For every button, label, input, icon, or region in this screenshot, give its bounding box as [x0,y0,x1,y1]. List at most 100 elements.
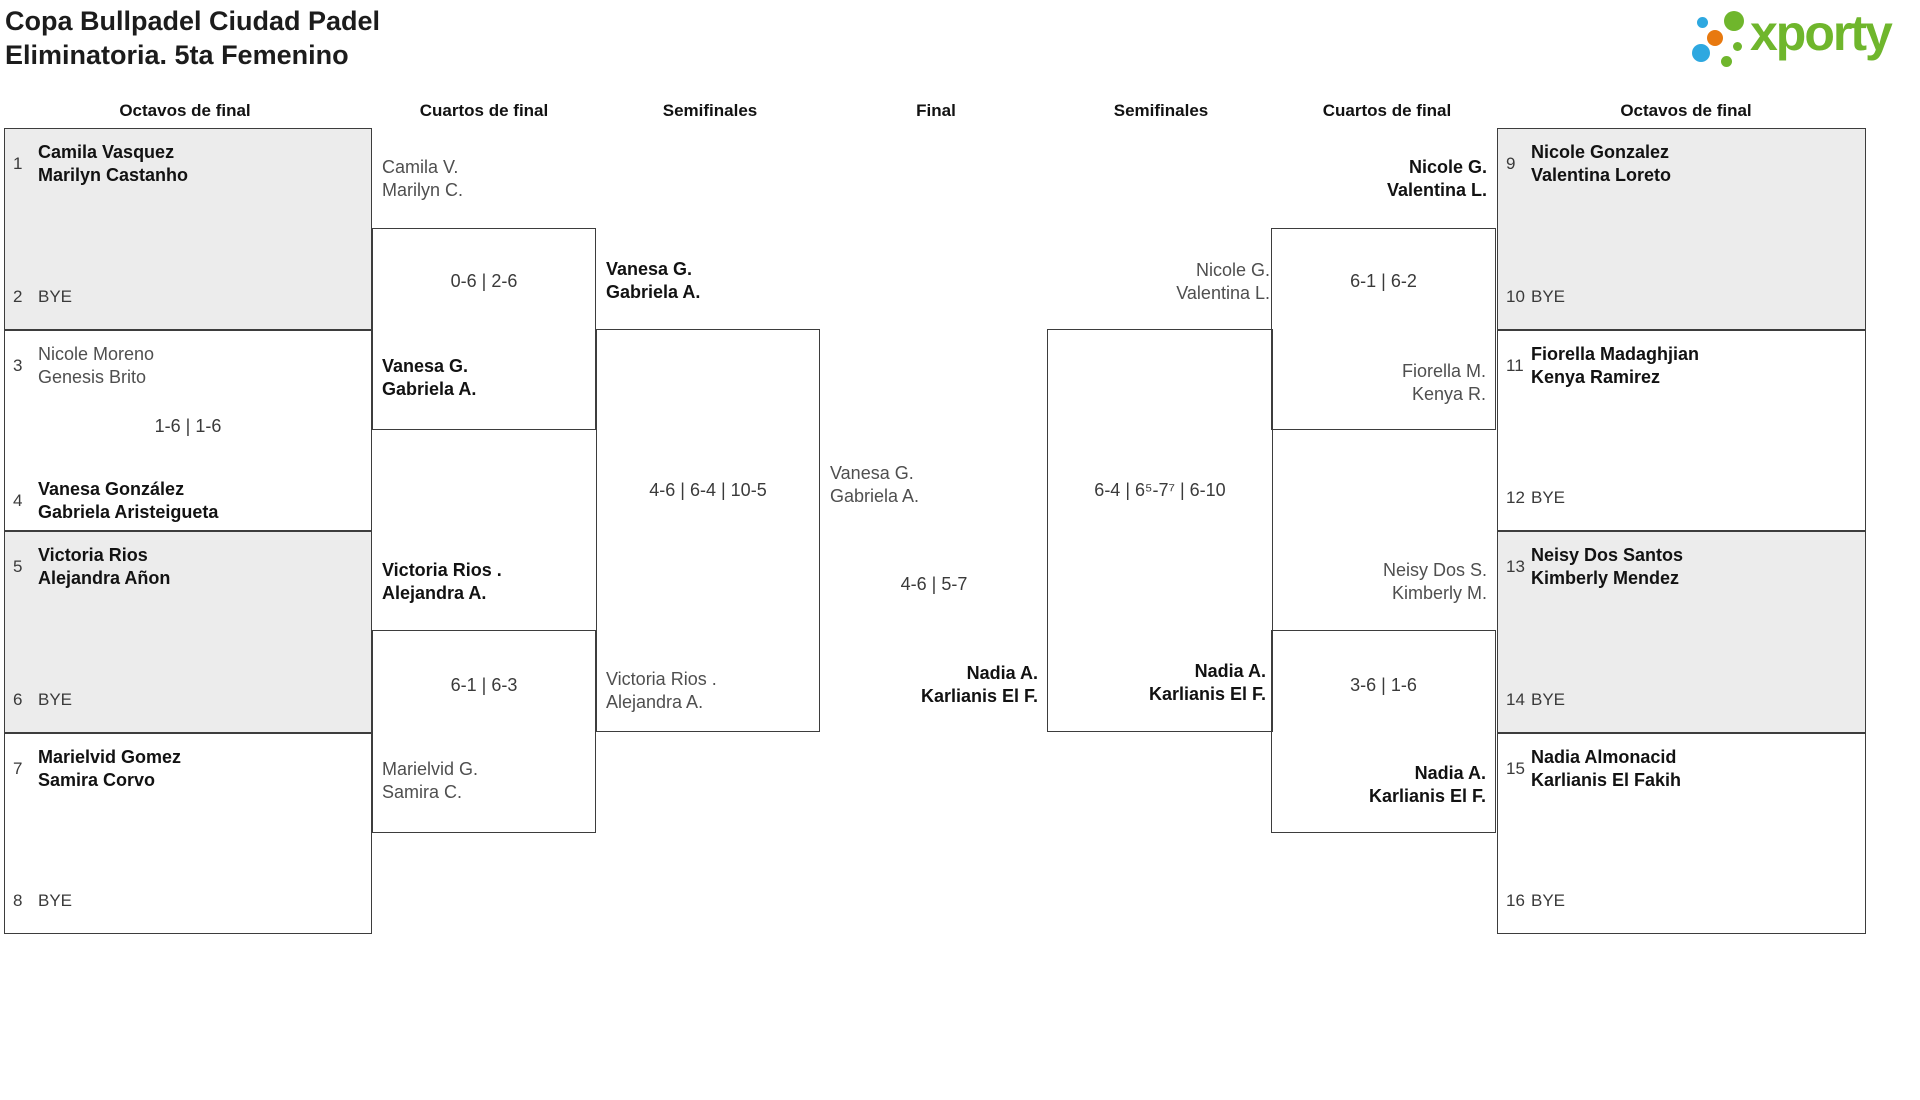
entrant-label: Neisy Dos S. Kimberly M. [1383,559,1487,605]
entrant-label: Marielvid G. Samira C. [382,758,478,804]
semifinal-left-box: 4-6 | 6-4 | 10-5 Victoria Rios . Alejand… [596,329,820,732]
logo-dot-green-small-icon [1721,56,1732,67]
entrant-label: Nicole G. Valentina L. [1387,156,1487,202]
team-short-name: Victoria Rios . [382,560,502,580]
logo-wordmark: xporty [1750,5,1893,61]
seed-number: 3 [13,356,23,375]
bye-row: 6 BYE [13,690,72,710]
player-name: Neisy Dos Santos [1531,545,1684,565]
player-name: Marielvid Gomez [38,747,182,767]
bye-label: BYE [1531,488,1566,507]
entrant-label: Fiorella M. Kenya R. [1402,360,1486,406]
seed-number: 11 [1506,356,1524,375]
final-score: 4-6 | 5-7 [900,574,968,594]
cuartos-left-box-2: 6-1 | 6-3 Marielvid G. Samira C. [372,630,596,833]
octavos-box-seeds-15-16: 15 Nadia Almonacid Karlianis El Fakih 16… [1497,733,1866,934]
round-header-octavos-left: Octavos de final [119,101,251,120]
seed-number: 6 [13,690,23,709]
team-row: 7 Marielvid Gomez Samira Corvo [13,746,181,792]
bye-label: BYE [38,287,73,306]
xporty-logo[interactable]: xporty [1688,5,1920,70]
octavos-box-seeds-5-6: 5 Victoria Rios Alejandra Añon 6 BYE [4,531,372,733]
team-row: 1 Camila Vasquez Marilyn Castanho [13,141,188,187]
team-short-name: Marielvid G. [382,759,479,779]
seed-number: 12 [1506,488,1525,507]
team-short-name: Victoria Rios . [606,669,717,689]
entrant-label: Victoria Rios . Alejandra A. [606,668,717,714]
player-name: Vanesa González [38,479,185,499]
entrant-label: Nadia A. Karlianis El F. [1149,660,1266,706]
seed-number: 15 [1506,759,1525,778]
page-title: Copa Bullpadel Ciudad Padel [5,6,381,36]
player-name: Samira Corvo [38,770,156,790]
octavos-box-seeds-11-12: 11 Fiorella Madaghjian Kenya Ramirez 12 … [1497,330,1866,531]
match-score: 6-1 | 6-3 [450,675,518,695]
round-header-final: Final [916,101,956,120]
final-entrant-left: Vanesa G. Gabriela A. [830,462,919,508]
octavos-box-seeds-1-2: 1 Camila Vasquez Marilyn Castanho 2 BYE [4,128,372,330]
bye-row: 12 BYE [1506,488,1565,508]
logo-dot-blue-small-icon [1697,17,1708,28]
logo-dot-green-tiny-icon [1733,42,1742,51]
logo-dot-blue-big-icon [1692,44,1710,62]
entrant-label: Vanesa G. Gabriela A. [606,258,700,304]
team-short-name: Neisy Dos S. [1382,560,1487,580]
team-short-name: Alejandra A. [606,692,704,712]
team-short-name: Gabriela A. [830,486,920,506]
team-row: 9 Nicole Gonzalez Valentina Loreto [1506,141,1671,187]
player-name: Karlianis El Fakih [1531,770,1682,790]
team-short-name: Nadia A. [1414,763,1486,783]
seed-number: 14 [1506,690,1525,709]
team-short-name: Vanesa G. [606,259,693,279]
bye-label: BYE [1531,287,1566,306]
team-short-name: Marilyn C. [382,180,464,200]
bye-row: 2 BYE [13,287,72,307]
page-title-block: Copa Bullpadel Ciudad Padel Eliminatoria… [5,4,380,72]
octavos-box-seeds-13-14: 13 Neisy Dos Santos Kimberly Mendez 14 B… [1497,531,1866,733]
bye-row: 8 BYE [13,891,72,911]
player-name: Victoria Rios [38,545,148,565]
team-short-name: Samira C. [382,782,463,802]
final-entrant-right: Nadia A. Karlianis El F. [921,662,1038,708]
player-name: Kimberly Mendez [1531,568,1680,588]
octavos-box-seeds-9-10: 9 Nicole Gonzalez Valentina Loreto 10 BY… [1497,128,1866,330]
team-short-name: Camila V. [382,157,459,177]
round-header-cuartos-right: Cuartos de final [1322,101,1452,120]
entrant-label: Nadia A. Karlianis El F. [1369,762,1486,808]
seed-number: 2 [13,287,23,306]
team-row: 13 Neisy Dos Santos Kimberly Mendez [1506,544,1683,590]
team-row: 11 Fiorella Madaghjian Kenya Ramirez [1506,343,1699,389]
bye-label: BYE [38,690,73,709]
entrant-label: Victoria Rios . Alejandra A. [382,559,502,605]
bye-label: BYE [1531,690,1566,709]
player-name: Alejandra Añon [38,568,171,588]
seed-number: 4 [13,491,23,510]
team-short-name: Alejandra A. [382,583,487,603]
team-short-name: Nicole G. [1195,260,1270,280]
entrant-label: Nicole G. Valentina L. [1176,259,1270,305]
team-short-name: Valentina L. [1386,180,1487,200]
logo-dot-green-big-icon [1724,11,1744,31]
page-subtitle: Eliminatoria. 5ta Femenino [5,40,349,70]
team-short-name: Gabriela A. [382,379,477,399]
team-short-name: Karlianis El F. [1148,684,1266,704]
octavos-box-seeds-7-8: 7 Marielvid Gomez Samira Corvo 8 BYE [4,733,372,934]
team-short-name: Valentina L. [1176,283,1270,303]
cuartos-left-box-1: 0-6 | 2-6 Vanesa G. Gabriela A. [372,228,596,430]
round-header-octavos-right: Octavos de final [1620,101,1752,120]
cuartos-right-box-2: 3-6 | 1-6 Nadia A. Karlianis El F. [1271,630,1496,833]
bye-label: BYE [38,891,73,910]
seed-number: 16 [1506,891,1525,910]
match-score: 6-1 | 6-2 [1350,271,1417,291]
bye-label: BYE [1531,891,1566,910]
team-short-name: Gabriela A. [606,282,701,302]
entrant-label: Vanesa G. Gabriela A. [382,355,476,401]
team-short-name: Karlianis El F. [1368,786,1486,806]
player-name: Nadia Almonacid [1531,747,1677,767]
player-name: Nicole Moreno [38,344,155,364]
octavos-box-seeds-3-4: 3 Nicole Moreno Genesis Brito 1-6 | 1-6 … [4,330,372,531]
player-name: Nicole Gonzalez [1531,142,1670,162]
team-row: 4 Vanesa González Gabriela Aristeigueta [13,478,218,524]
match-score: 3-6 | 1-6 [1350,675,1417,695]
logo-dot-orange-icon [1707,30,1723,46]
